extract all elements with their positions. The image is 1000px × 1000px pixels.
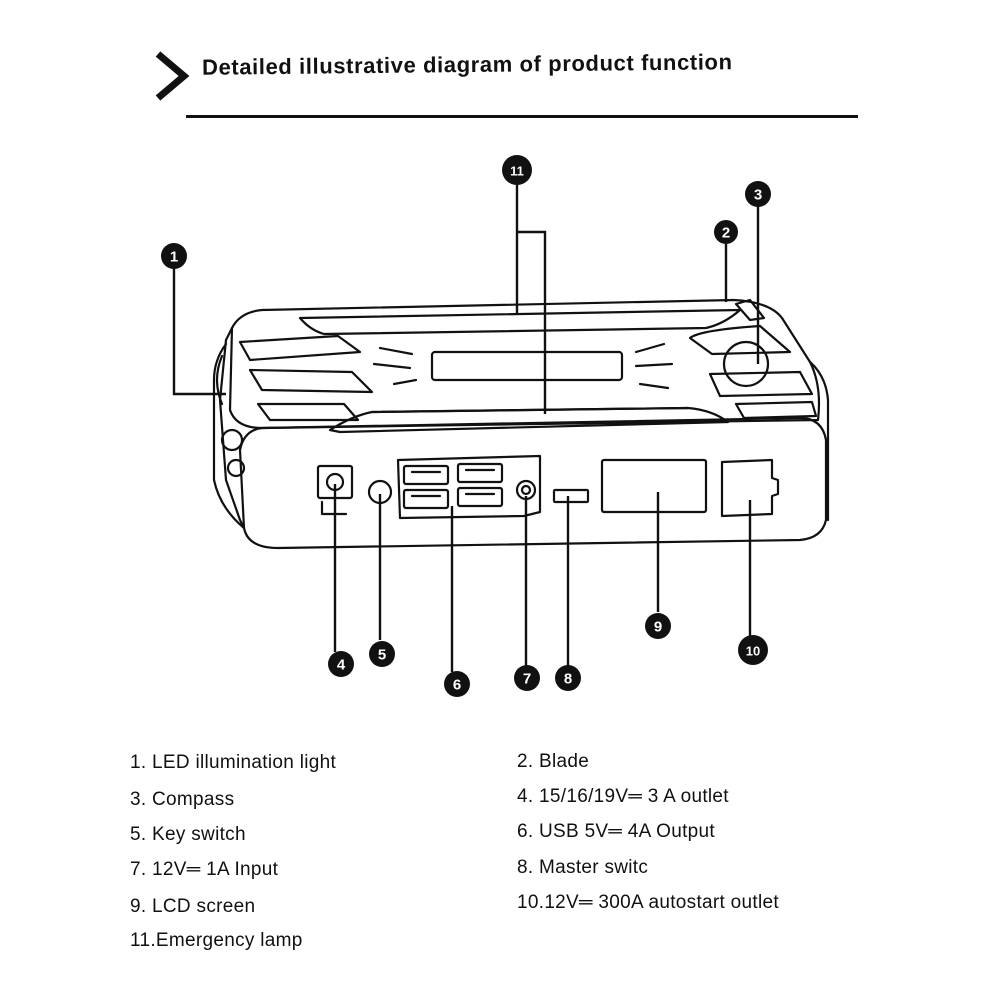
master-switch bbox=[552, 488, 590, 504]
callout-2: 2 bbox=[714, 220, 738, 244]
autostart-outlet bbox=[720, 458, 780, 518]
top-panel-upper bbox=[298, 308, 742, 336]
title-divider bbox=[186, 115, 858, 118]
svg-text:10: 10 bbox=[746, 644, 760, 659]
svg-text:8: 8 bbox=[564, 671, 572, 688]
callout-10: 10 bbox=[738, 635, 768, 665]
callout-5: 5 bbox=[369, 641, 395, 667]
leader-lines bbox=[172, 184, 760, 672]
compass bbox=[722, 340, 770, 388]
lcd-screen bbox=[600, 458, 708, 514]
callout-7: 7 bbox=[514, 665, 540, 691]
callout-1: 1 bbox=[161, 243, 187, 269]
led-light bbox=[215, 354, 224, 406]
svg-text:5: 5 bbox=[378, 647, 386, 664]
callout-4: 4 bbox=[328, 651, 354, 677]
usb-port-3 bbox=[402, 488, 450, 510]
svg-text:4: 4 bbox=[337, 657, 346, 674]
svg-text:2: 2 bbox=[722, 225, 730, 242]
usb-port-1 bbox=[402, 464, 450, 486]
chevron-right-icon bbox=[155, 51, 190, 101]
svg-text:9: 9 bbox=[654, 619, 662, 636]
callout-8: 8 bbox=[555, 665, 581, 691]
callout-6: 6 bbox=[444, 671, 470, 697]
device-top-surface bbox=[228, 298, 821, 430]
svg-text:11: 11 bbox=[510, 164, 524, 179]
callouts: 1 2 3 4 5 6 7 8 bbox=[161, 155, 771, 697]
callout-11: 11 bbox=[502, 155, 532, 185]
svg-text:1: 1 bbox=[170, 249, 178, 266]
top-display-window bbox=[430, 350, 624, 382]
usb-port-2 bbox=[456, 462, 504, 484]
svg-text:3: 3 bbox=[754, 187, 762, 204]
usb-port-4 bbox=[456, 486, 504, 508]
callout-9: 9 bbox=[645, 613, 671, 639]
svg-text:7: 7 bbox=[523, 671, 531, 688]
device-right-side bbox=[808, 360, 830, 522]
svg-text:6: 6 bbox=[453, 677, 461, 694]
callout-3: 3 bbox=[745, 181, 771, 207]
blade bbox=[734, 298, 766, 322]
